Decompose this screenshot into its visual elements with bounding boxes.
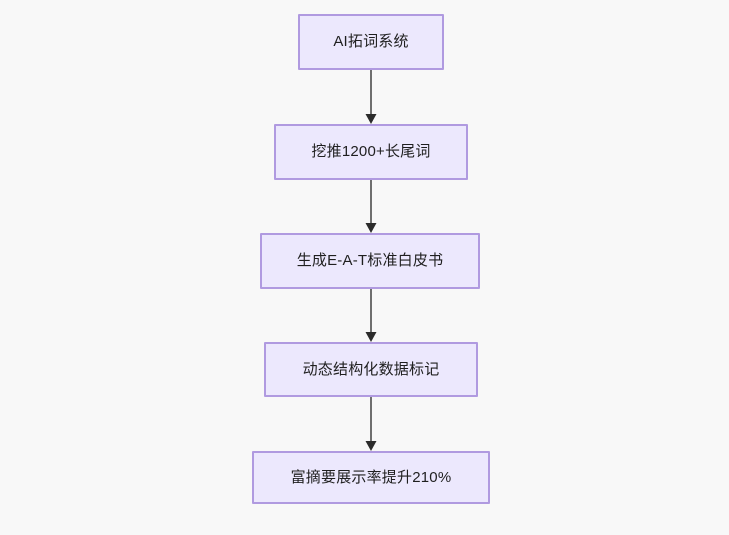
flow-node-label: AI拓词系统	[333, 33, 409, 50]
arrowhead-icon	[365, 114, 377, 124]
flow-node-label: 挖推1200+长尾词	[311, 143, 431, 160]
flow-node-label: 生成E-A-T标准白皮书	[296, 252, 444, 269]
arrowhead-icon	[365, 332, 377, 342]
flow-node-n3[interactable]: 生成E-A-T标准白皮书	[260, 233, 480, 289]
edge-n1-to-n2	[365, 70, 377, 124]
flow-node-n1[interactable]: AI拓词系统	[298, 14, 444, 70]
edge-n4-to-n5	[365, 397, 377, 451]
arrowhead-icon	[365, 441, 377, 451]
edge-n2-to-n3	[365, 180, 377, 233]
arrowhead-icon	[365, 223, 377, 233]
flow-node-label: 富摘要展示率提升210%	[290, 468, 452, 486]
flow-node-n2[interactable]: 挖推1200+长尾词	[274, 124, 468, 180]
flow-node-n4[interactable]: 动态结构化数据标记	[264, 342, 478, 397]
edge-n3-to-n4	[365, 289, 377, 342]
flow-node-n5[interactable]: 富摘要展示率提升210%	[252, 451, 490, 504]
flow-node-label: 动态结构化数据标记	[302, 360, 440, 378]
